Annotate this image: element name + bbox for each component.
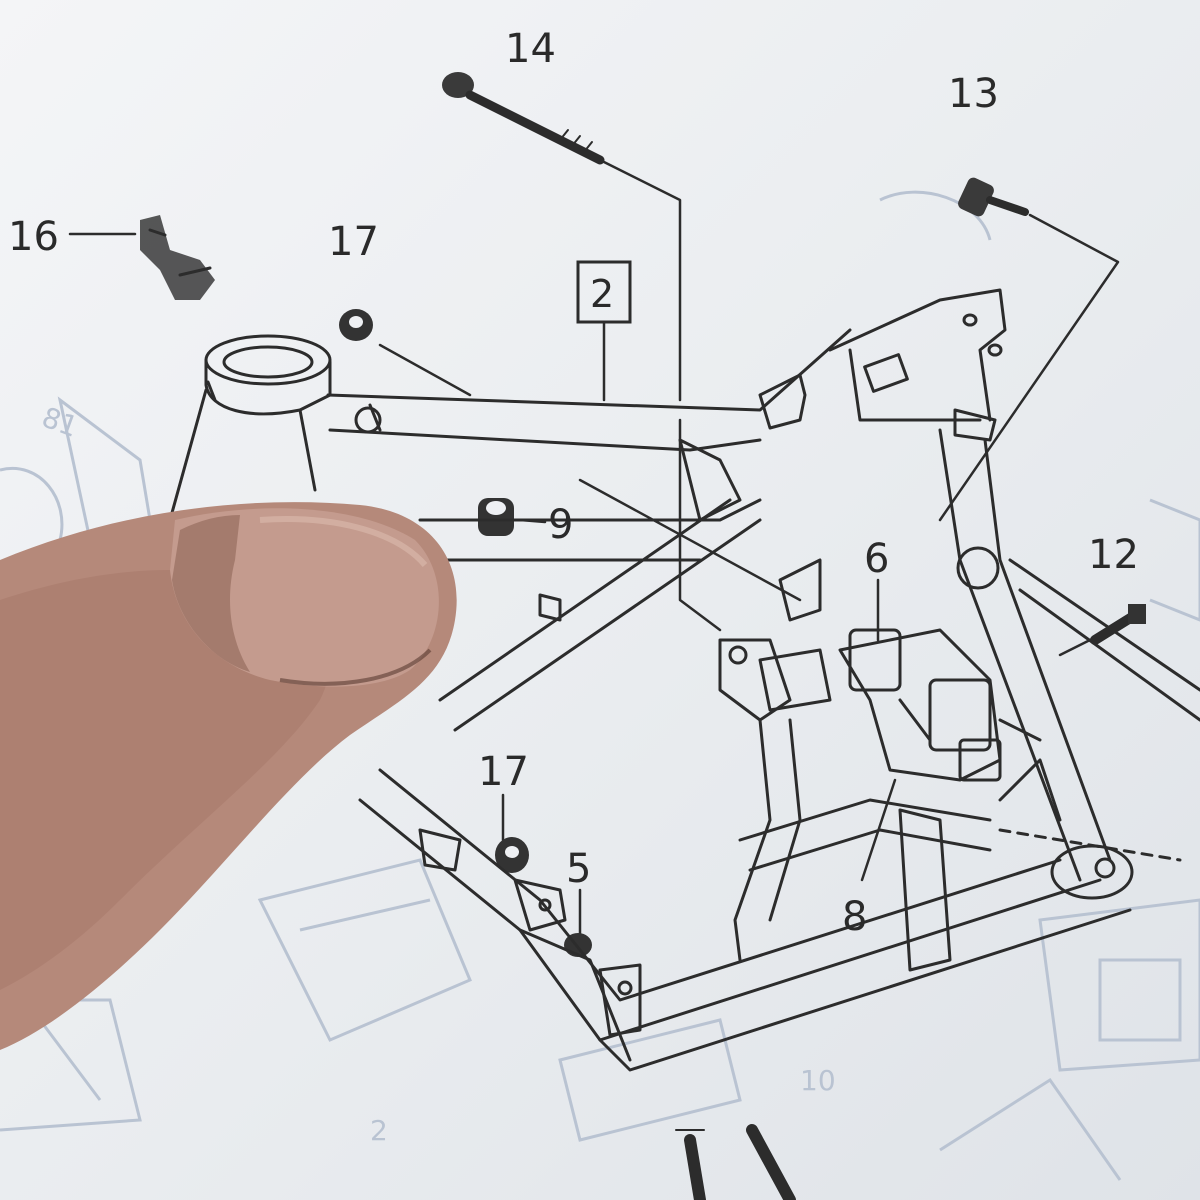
bolt-12-part	[1090, 604, 1146, 645]
callout-6: 6	[864, 536, 889, 582]
bracket-16-part	[140, 215, 215, 300]
svg-text:81: 81	[38, 401, 83, 444]
callout-13: 13	[948, 71, 999, 117]
callout-17-bottom: 17	[478, 749, 529, 795]
callout-labels: 14 13 16 17 2 9 6 12 17 5 8	[8, 26, 1139, 940]
callout-5: 5	[566, 846, 591, 892]
motorcycle-frame-part-2	[168, 288, 1200, 1072]
bolt-14-part	[442, 72, 605, 165]
grommet-17-top-part	[339, 309, 373, 341]
callout-16: 16	[8, 214, 59, 260]
callout-12: 12	[1088, 532, 1139, 578]
callout-8: 8	[842, 894, 867, 940]
svg-text:2: 2	[370, 1114, 388, 1147]
svg-text:10: 10	[800, 1064, 836, 1097]
callout-14: 14	[505, 26, 556, 72]
callout-9: 9	[548, 502, 573, 548]
thumb-occlusion	[0, 502, 457, 1050]
ghost-background-drawings: 81 2 10	[0, 190, 1200, 1181]
grommet-17-bottom-part	[495, 837, 529, 873]
bolt-13-part	[958, 177, 1029, 217]
callout-2-box	[576, 260, 632, 324]
bushing-9-part	[478, 498, 514, 536]
callout-2: 2	[590, 272, 614, 316]
bottom-studs	[675, 1124, 796, 1200]
callout-17-top: 17	[328, 219, 379, 265]
